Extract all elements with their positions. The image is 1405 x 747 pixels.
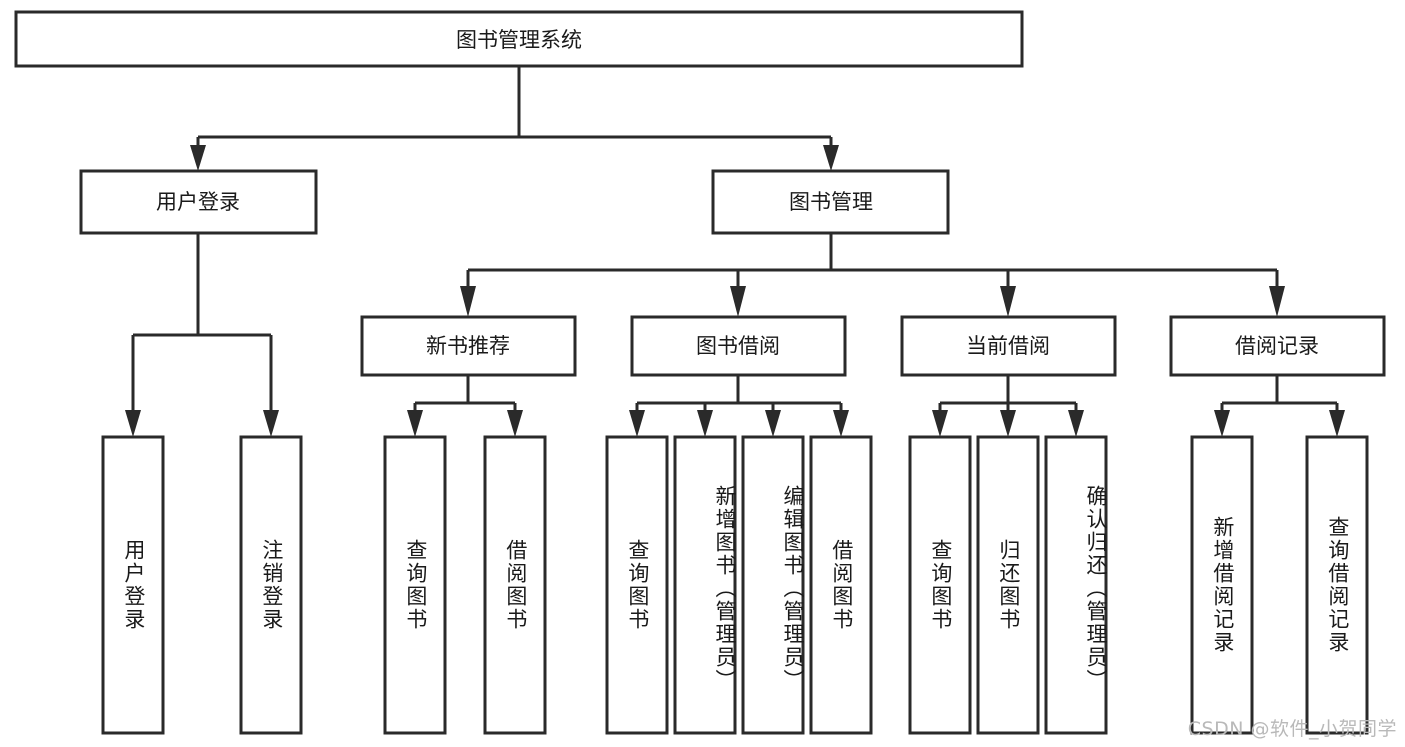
node-root-box[interactable] <box>14 10 1024 68</box>
node-borrow-record-box[interactable] <box>1169 315 1386 377</box>
node-book-manage-label: 图书管理 <box>789 190 873 214</box>
node-book-borrow[interactable]: 图书借阅 <box>630 315 847 377</box>
connector-layer <box>125 66 1345 437</box>
node-new-book-recommend-box[interactable] <box>360 315 577 377</box>
leaf-box-return-book[interactable] <box>976 435 1040 735</box>
arrow-leaf-query-record-icon <box>1329 410 1345 437</box>
leaf-box-query-book-3[interactable] <box>908 435 972 735</box>
leaf-box-logout[interactable] <box>239 435 303 735</box>
node-new-book-recommend[interactable]: 新书推荐 <box>360 315 577 377</box>
node-borrow-record[interactable]: 借阅记录 <box>1169 315 1386 377</box>
arrow-leaf-return-book-icon <box>1000 410 1016 437</box>
node-book-borrow-box[interactable] <box>630 315 847 377</box>
node-root-label: 图书管理系统 <box>456 28 582 52</box>
node-book-borrow-label: 图书借阅 <box>696 334 780 358</box>
leaf-box-confirm-return[interactable] <box>1044 435 1108 735</box>
leaf-box-query-book-2[interactable] <box>605 435 669 735</box>
node-current-borrow-label: 当前借阅 <box>966 334 1050 358</box>
arrow-leaf-edit-book-icon <box>765 410 781 437</box>
node-user-login-label: 用户登录 <box>156 190 240 214</box>
arrow-leaf-borrow-book-1-icon <box>507 410 523 437</box>
arrow-leaf-logout-icon <box>263 410 279 437</box>
node-user-login[interactable]: 用户登录 <box>79 169 318 235</box>
arrow-user-login-icon <box>190 145 206 171</box>
arrow-new-book-icon <box>460 286 476 317</box>
arrow-leaf-add-record-icon <box>1214 410 1230 437</box>
arrow-current-borrow-icon <box>1000 286 1016 317</box>
leaf-box-query-book-1[interactable] <box>383 435 447 735</box>
arrow-leaf-add-book-icon <box>697 410 713 437</box>
node-book-manage[interactable]: 图书管理 <box>711 169 950 235</box>
leaf-box-user-login[interactable] <box>101 435 165 735</box>
arrow-leaf-confirm-return-icon <box>1068 410 1084 437</box>
arrow-borrow-record-icon <box>1269 286 1285 317</box>
leaf-box-layer <box>101 435 1369 735</box>
leaf-box-borrow-book-2[interactable] <box>809 435 873 735</box>
leaf-box-query-record[interactable] <box>1305 435 1369 735</box>
arrow-leaf-user-login-icon <box>125 410 141 437</box>
arrow-book-borrow-icon <box>730 286 746 317</box>
leaf-box-edit-book[interactable] <box>741 435 805 735</box>
node-book-manage-box[interactable] <box>711 169 950 235</box>
watermark-text: CSDN @软件_小贺同学 <box>1187 718 1397 740</box>
arrow-leaf-query-book-3-icon <box>932 410 948 437</box>
arrow-leaf-borrow-book-2-icon <box>833 410 849 437</box>
leaf-box-add-book[interactable] <box>673 435 737 735</box>
node-current-borrow-box[interactable] <box>900 315 1117 377</box>
node-user-login-box[interactable] <box>79 169 318 235</box>
leaf-box-add-record[interactable] <box>1190 435 1254 735</box>
arrow-leaf-query-book-2-icon <box>629 410 645 437</box>
leaf-box-borrow-book-1[interactable] <box>483 435 547 735</box>
node-current-borrow[interactable]: 当前借阅 <box>900 315 1117 377</box>
node-root[interactable]: 图书管理系统 <box>14 10 1024 68</box>
node-new-book-recommend-label: 新书推荐 <box>426 334 510 358</box>
node-borrow-record-label: 借阅记录 <box>1235 334 1319 358</box>
arrow-book-manage-icon <box>823 145 839 171</box>
arrow-leaf-query-book-1-icon <box>407 410 423 437</box>
